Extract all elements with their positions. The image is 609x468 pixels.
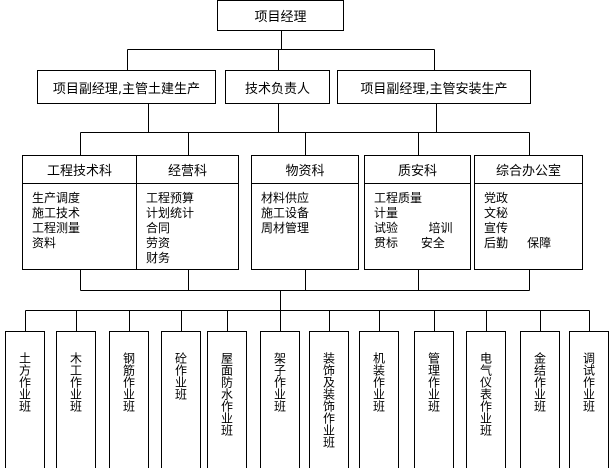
work-team-label: 木工作业班	[68, 352, 83, 412]
department-duty: 合同	[146, 221, 171, 235]
department-box: 综合办公室党政文秘宣传后勤 保障	[474, 155, 583, 270]
department-duty: 试验 培训	[374, 221, 453, 235]
department-duties: 材料供应施工设备周材管理	[261, 191, 356, 269]
department-duty: 宣传	[484, 221, 509, 235]
department-duty: 材料供应	[261, 191, 310, 205]
work-team-label: 管理作业班	[426, 352, 441, 412]
department-duty: 文秘	[484, 206, 509, 220]
department-box: 经营科工程预算计划统计合同劳资财务	[136, 155, 239, 270]
work-team-label: 土方作业班	[17, 352, 32, 412]
project-manager-label: 项目经理	[254, 10, 307, 25]
work-team-label: 机装作业班	[371, 352, 386, 412]
department-duty: 计划统计	[146, 206, 195, 220]
department-duties: 生产调度施工技术工程测量资料	[32, 191, 134, 269]
department-duty: 计量	[374, 206, 399, 220]
manager-label: 技术负责人	[244, 81, 310, 97]
work-team-label: 钢筋作业班	[121, 352, 136, 412]
work-team-box: 木工作业班	[56, 331, 96, 468]
department-duty: 工程质量	[374, 191, 423, 205]
work-team-box: 钢筋作业班	[109, 331, 149, 468]
work-team-label: 架子作业班	[272, 352, 287, 412]
work-team-box: 架子作业班	[260, 331, 300, 468]
work-team-box: 管理作业班	[414, 331, 454, 468]
manager-label: 项目副经理,主管土建生产	[52, 81, 201, 97]
department-duty: 工程预算	[146, 191, 195, 205]
manager-label: 项目副经理,主管安装生产	[360, 81, 508, 97]
work-team-label: 金结作业班	[532, 352, 547, 412]
work-team-label: 屋面防水作业班	[219, 352, 234, 436]
department-duty: 资料	[32, 236, 57, 250]
department-duty: 周材管理	[261, 221, 310, 235]
department-name: 物资科	[252, 156, 358, 184]
work-team-box: 机装作业班	[359, 331, 399, 468]
department-duty: 财务	[146, 251, 171, 265]
department-box: 质安科工程质量计量试验 培训贯标 安全	[364, 155, 471, 270]
work-team-box: 砼作业班	[161, 331, 201, 468]
manager-box: 技术负责人	[225, 70, 330, 104]
department-duty: 生产调度	[32, 191, 81, 205]
department-duty: 贯标 安全	[374, 236, 445, 250]
work-team-label: 装饰及装饰作业班	[321, 352, 336, 448]
work-team-box: 装饰及装饰作业班	[309, 331, 349, 468]
department-duties: 党政文秘宣传后勤 保障	[484, 191, 580, 269]
manager-box: 项目副经理,主管土建生产	[37, 70, 216, 104]
department-duties: 工程质量计量试验 培训贯标 安全	[374, 191, 468, 269]
project-manager-box: 项目经理	[217, 0, 344, 31]
department-box: 工程技术科生产调度施工技术工程测量资料	[22, 155, 137, 270]
work-team-box: 土方作业班	[5, 331, 45, 468]
department-box: 物资科材料供应施工设备周材管理	[251, 155, 359, 270]
work-team-box: 屋面防水作业班	[207, 331, 247, 468]
work-team-label: 砼作业班	[173, 352, 188, 400]
department-duty: 后勤 保障	[484, 236, 552, 250]
department-name: 工程技术科	[23, 156, 136, 184]
department-duty: 施工设备	[261, 206, 310, 220]
work-team-box: 金结作业班	[520, 331, 560, 468]
work-team-box: 调试作业班	[569, 331, 609, 468]
department-duty: 劳资	[146, 236, 171, 250]
work-team-box: 电气仪表作业班	[466, 331, 506, 468]
department-name: 质安科	[365, 156, 470, 184]
department-duty: 施工技术	[32, 206, 81, 220]
department-name: 经营科	[137, 156, 238, 184]
manager-box: 项目副经理,主管安装生产	[337, 70, 531, 104]
department-name: 综合办公室	[475, 156, 582, 184]
department-duties: 工程预算计划统计合同劳资财务	[146, 191, 236, 269]
department-duty: 党政	[484, 191, 509, 205]
department-duty: 工程测量	[32, 221, 81, 235]
work-team-label: 电气仪表作业班	[478, 352, 493, 436]
work-team-label: 调试作业班	[581, 352, 596, 412]
